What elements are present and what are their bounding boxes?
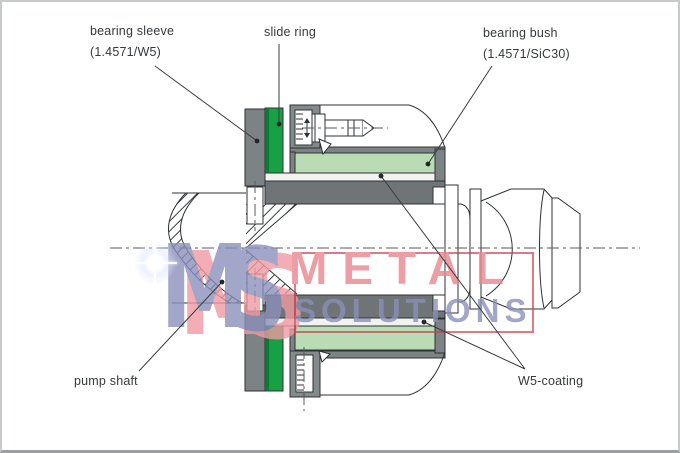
- hex-nut-facet-arc-right: [539, 189, 545, 309]
- label-bearing-bush-line1: bearing bush: [483, 26, 558, 40]
- bearing-bush-bottom: [294, 325, 436, 351]
- sleeve-notch-top: [432, 186, 446, 205]
- bush-holder-cap-bottom: [434, 318, 446, 354]
- adjust-arrows-icon: [304, 118, 310, 138]
- bush-holder-wall-top: [289, 151, 296, 174]
- lock-wedge-bottom: [318, 350, 331, 363]
- nut-collar: [469, 188, 482, 310]
- bearing-bush-top: [294, 152, 436, 174]
- sparkle-flare-icon: [133, 241, 177, 285]
- label-bearing-bush: bearing bush (1.4571/SiC30): [483, 23, 570, 65]
- lock-wedge-top: [318, 138, 332, 156]
- w5-coating-strip-top: [264, 172, 446, 182]
- slide-ring-bottom-edge: [266, 327, 269, 390]
- shaft-sleeve-top: [264, 180, 446, 205]
- shaft-step-ring: [444, 184, 459, 314]
- w5-coating-strip-bottom: [264, 317, 446, 327]
- sleeve-notch-bottom: [432, 294, 446, 312]
- shaft-sleeve-bottom: [264, 294, 446, 319]
- shaft-end-cap: [551, 197, 581, 309]
- slide-ring-top-edge: [266, 109, 269, 172]
- shaft-washer: [457, 203, 471, 303]
- label-bearing-sleeve-line2: (1.4571/W5): [90, 45, 161, 59]
- bearing-sleeve-flange-top: [244, 108, 266, 187]
- centerlines: [110, 127, 640, 411]
- label-slide-ring: slide ring: [264, 25, 317, 39]
- label-bearing-sleeve: bearing sleeve (1.4571/W5): [90, 21, 174, 63]
- label-w5-coating: W5-coating: [518, 374, 584, 388]
- bearing-sleeve-flange-bottom: [244, 304, 266, 392]
- bush-holder-cap-top: [434, 148, 446, 182]
- label-pump-shaft: pump shaft: [74, 374, 138, 388]
- bush-holder-wall-bottom: [289, 328, 296, 354]
- label-bearing-bush-line2: (1.4571/SiC30): [483, 47, 570, 61]
- label-bearing-sleeve-line1: bearing sleeve: [90, 24, 175, 38]
